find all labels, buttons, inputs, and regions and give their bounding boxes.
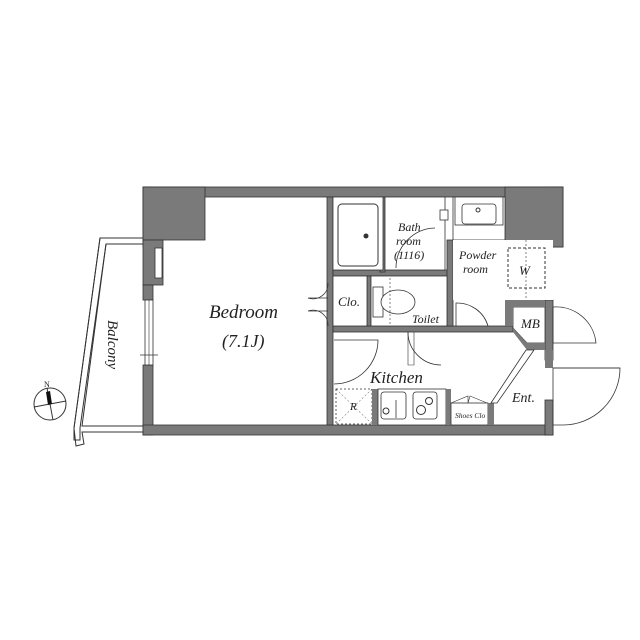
- kitchen: Kitchen R Shoes Clo: [333, 331, 494, 426]
- bedroom-window: [140, 247, 163, 366]
- toilet: Toilet: [370, 275, 448, 327]
- closet-label: Clo.: [338, 294, 360, 309]
- svg-text:MB: MB: [520, 316, 540, 331]
- balcony: Balcony: [73, 237, 147, 447]
- compass-icon: N: [33, 380, 67, 421]
- meter-box: MB: [505, 300, 597, 350]
- toilet-label: Toilet: [412, 312, 440, 326]
- bedroom-size: (7.1J): [222, 331, 264, 352]
- svg-text:N: N: [44, 380, 50, 389]
- powder-room: W Powder room: [452, 196, 553, 327]
- bathroom: Bath room (1116): [332, 196, 449, 271]
- shoes-closet-label: Shoes Clo: [455, 411, 485, 420]
- balcony-label: Balcony: [104, 320, 120, 369]
- svg-text:room: room: [463, 262, 488, 276]
- svg-text:room: room: [396, 234, 421, 248]
- exterior-walls: [142, 186, 564, 436]
- entrance: Ent.: [490, 349, 621, 426]
- svg-text:(1116): (1116): [394, 248, 424, 262]
- svg-text:Ent.: Ent.: [511, 391, 535, 406]
- refrigerator-icon: R: [349, 401, 357, 413]
- bedroom: Bedroom (7.1J): [209, 302, 278, 352]
- bedroom-label: Bedroom: [209, 302, 278, 323]
- svg-text:Bath: Bath: [398, 220, 421, 234]
- kitchen-label: Kitchen: [369, 368, 423, 387]
- closet: Clo.: [307, 275, 368, 327]
- svg-text:Powder: Powder: [458, 248, 497, 262]
- washer-icon: W: [519, 263, 531, 278]
